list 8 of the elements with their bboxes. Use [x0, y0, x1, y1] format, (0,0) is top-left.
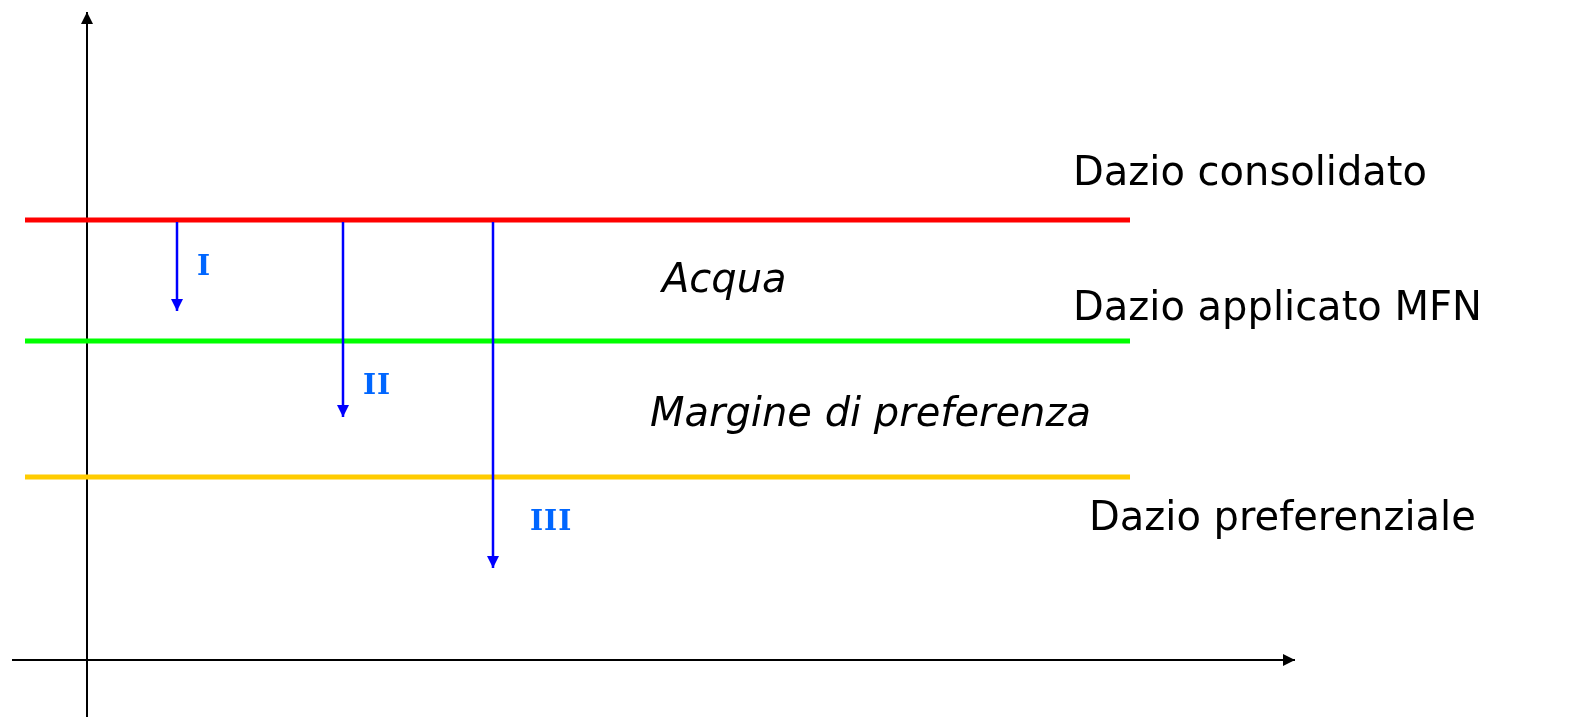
level-label: Dazio preferenziale	[1089, 493, 1476, 539]
roman-numeral: I	[197, 252, 212, 280]
level-label: Dazio applicato MFN	[1073, 283, 1482, 329]
level-label: Dazio consolidato	[1073, 148, 1428, 194]
roman-numeral: II	[363, 371, 392, 399]
region-label: Acqua	[662, 255, 787, 301]
region-label: Margine di preferenza	[650, 389, 1091, 435]
roman-numeral: III	[530, 507, 573, 535]
